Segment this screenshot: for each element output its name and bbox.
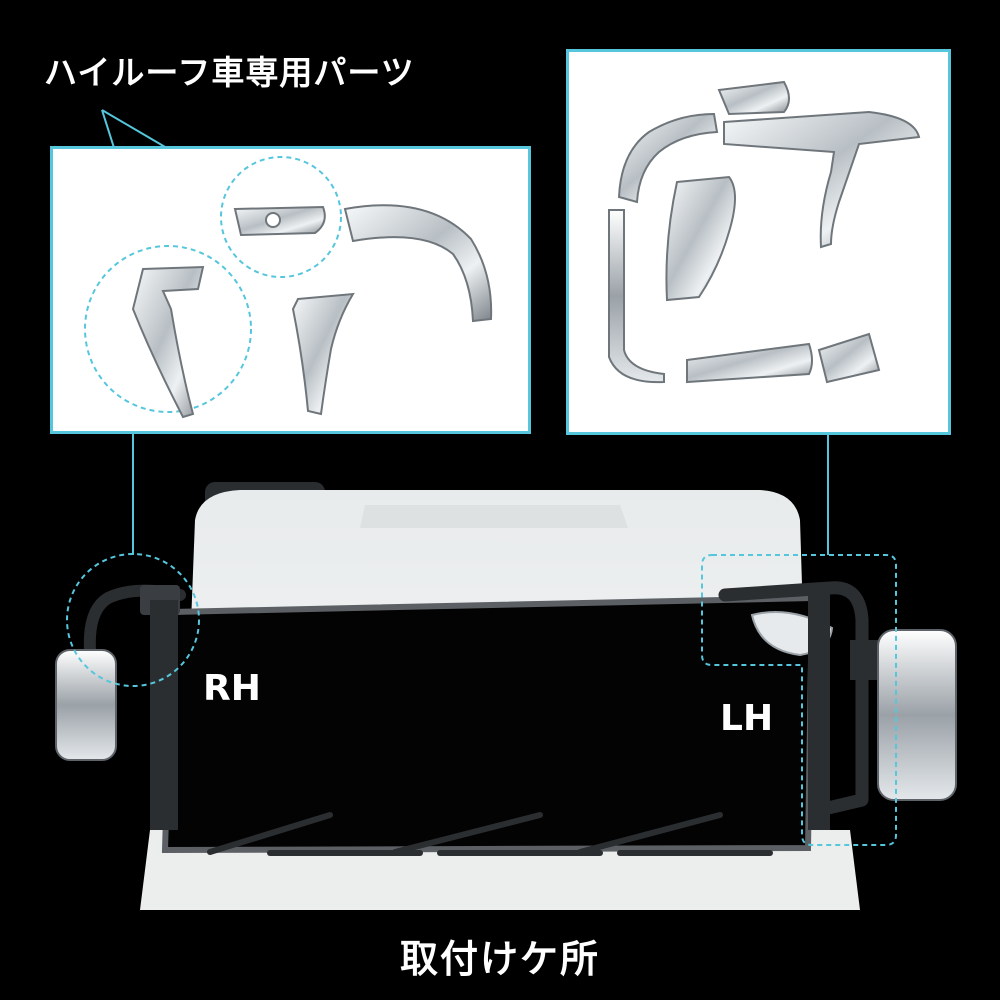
roof-panel: [360, 505, 628, 528]
lh-vertical-stay: [608, 209, 665, 384]
rh-label: RH: [203, 668, 261, 709]
lh-parts-photo: [608, 80, 921, 384]
high-roof-part-circles: [84, 156, 342, 413]
highlight-outlines: [66, 553, 897, 846]
lh-top-bracket: [717, 80, 790, 116]
lh-arm-curve: [617, 112, 719, 204]
lh-arm-long: [723, 110, 921, 249]
lh-triangle-cover: [665, 175, 736, 302]
rh-a-pillar: [150, 600, 178, 830]
high-roof-parts-title: ハイルーフ車専用パーツ: [44, 53, 415, 92]
lh-label: LH: [720, 698, 774, 739]
lh-parts-panel: [566, 49, 951, 435]
windshield: [161, 594, 816, 854]
wipers: [207, 812, 773, 856]
arm-cover-part: [343, 204, 493, 323]
lower-cover-part-right: [291, 292, 355, 416]
lh-mirror-joint: [850, 640, 880, 680]
lh-mirror-stay: [718, 581, 869, 815]
rh-parts-photo: [84, 156, 493, 419]
rh-parts-panel: [50, 146, 531, 434]
lh-a-pillar: [808, 590, 830, 830]
lh-lower-bar: [686, 342, 813, 384]
lh-mirror: [877, 629, 957, 801]
installation-caption: 取付けケ所: [399, 937, 600, 981]
lh-lower-bracket: [817, 332, 881, 384]
lower-cover-part-left: [131, 265, 205, 419]
